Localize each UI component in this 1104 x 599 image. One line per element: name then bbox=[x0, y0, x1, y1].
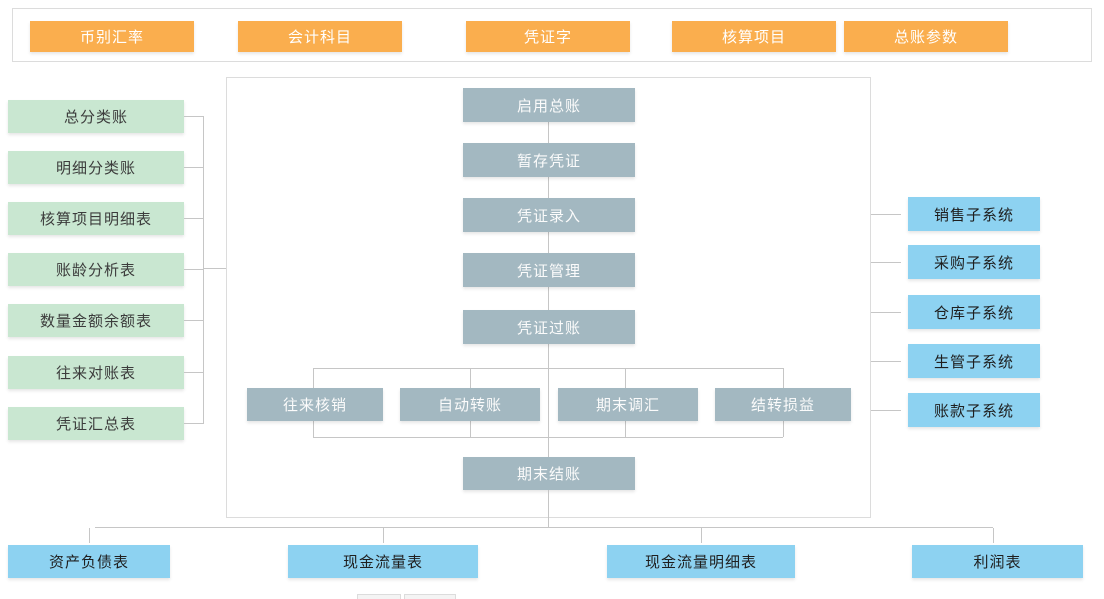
connector-tick bbox=[184, 269, 204, 270]
connector-rail-drop bbox=[470, 368, 471, 388]
connector-tick bbox=[871, 262, 901, 263]
connector-bottom-tick bbox=[89, 528, 90, 543]
statement-balance-sheet[interactable]: 资产负债表 bbox=[8, 545, 170, 578]
flow-step-voucher-post[interactable]: 凭证过账 bbox=[463, 310, 635, 344]
connector-rail-drop bbox=[313, 368, 314, 388]
connector-bottom-tick bbox=[993, 528, 994, 543]
connector-left-to-main bbox=[203, 268, 227, 269]
topbar-button-ledger-params[interactable]: 总账参数 bbox=[844, 21, 1008, 52]
subsystem-warehouse[interactable]: 仓库子系统 bbox=[908, 295, 1040, 329]
report-voucher-summary[interactable]: 凭证汇总表 bbox=[8, 407, 184, 440]
connector-tick bbox=[184, 372, 204, 373]
connector-bottom-tick bbox=[383, 528, 384, 543]
connector-step bbox=[548, 232, 549, 253]
connector-rail-bottom bbox=[313, 437, 783, 438]
cutoff-fragment bbox=[404, 594, 456, 599]
connector-tick bbox=[184, 218, 204, 219]
connector-bottom-rail bbox=[95, 527, 993, 528]
report-current-reconciliation[interactable]: 往来对账表 bbox=[8, 356, 184, 389]
flow-step-period-end-close[interactable]: 期末结账 bbox=[463, 457, 635, 490]
subsystem-sales[interactable]: 销售子系统 bbox=[908, 197, 1040, 231]
connector-step-center bbox=[548, 344, 549, 457]
connector-step bbox=[548, 287, 549, 310]
subsystem-production[interactable]: 生管子系统 bbox=[908, 344, 1040, 378]
task-carry-over-pnl[interactable]: 结转损益 bbox=[715, 388, 851, 421]
connector-tick bbox=[871, 214, 901, 215]
report-general-ledger[interactable]: 总分类账 bbox=[8, 100, 184, 133]
topbar-button-accounting-items[interactable]: 核算项目 bbox=[672, 21, 836, 52]
connector-tick bbox=[184, 320, 204, 321]
report-item-detail[interactable]: 核算项目明细表 bbox=[8, 202, 184, 235]
subsystem-purchase[interactable]: 采购子系统 bbox=[908, 245, 1040, 279]
connector-step bbox=[548, 122, 549, 143]
connector-rail-rise bbox=[470, 421, 471, 437]
flow-step-draft-voucher[interactable]: 暂存凭证 bbox=[463, 143, 635, 177]
topbar-button-voucher-word[interactable]: 凭证字 bbox=[466, 21, 630, 52]
report-aging-analysis[interactable]: 账龄分析表 bbox=[8, 253, 184, 286]
report-subsidiary-ledger[interactable]: 明细分类账 bbox=[8, 151, 184, 184]
statement-cash-flow-detail[interactable]: 现金流量明细表 bbox=[607, 545, 795, 578]
cutoff-fragment bbox=[357, 594, 401, 599]
task-period-end-exchange[interactable]: 期末调汇 bbox=[558, 388, 698, 421]
connector-rail-rise bbox=[783, 421, 784, 437]
task-current-writeoff[interactable]: 往来核销 bbox=[247, 388, 383, 421]
topbar-button-currency-rate[interactable]: 币别汇率 bbox=[30, 21, 194, 52]
flow-step-enable-ledger[interactable]: 启用总账 bbox=[463, 88, 635, 122]
connector-rail-drop bbox=[625, 368, 626, 388]
flow-step-voucher-entry[interactable]: 凭证录入 bbox=[463, 198, 635, 232]
topbar-button-account-subjects[interactable]: 会计科目 bbox=[238, 21, 402, 52]
connector-rail-top bbox=[313, 368, 783, 369]
connector-rail-rise bbox=[313, 421, 314, 437]
connector-tick bbox=[184, 116, 204, 117]
statement-profit[interactable]: 利润表 bbox=[912, 545, 1083, 578]
connector-step bbox=[548, 177, 549, 198]
connector-tick bbox=[871, 410, 901, 411]
statement-cash-flow[interactable]: 现金流量表 bbox=[288, 545, 478, 578]
connector-tick bbox=[871, 361, 901, 362]
connector-bottom-tick bbox=[701, 528, 702, 543]
connector-tick bbox=[184, 423, 204, 424]
task-auto-transfer[interactable]: 自动转账 bbox=[400, 388, 540, 421]
report-qty-amount-balance[interactable]: 数量金额余额表 bbox=[8, 304, 184, 337]
connector-rail-drop bbox=[783, 368, 784, 388]
connector-left-bracket bbox=[203, 116, 204, 424]
subsystem-receivable-payable[interactable]: 账款子系统 bbox=[908, 393, 1040, 427]
connector-rail-rise bbox=[625, 421, 626, 437]
connector-tick bbox=[184, 167, 204, 168]
flow-step-voucher-manage[interactable]: 凭证管理 bbox=[463, 253, 635, 287]
connector-close-to-bottom bbox=[548, 490, 549, 527]
connector-tick bbox=[871, 312, 901, 313]
